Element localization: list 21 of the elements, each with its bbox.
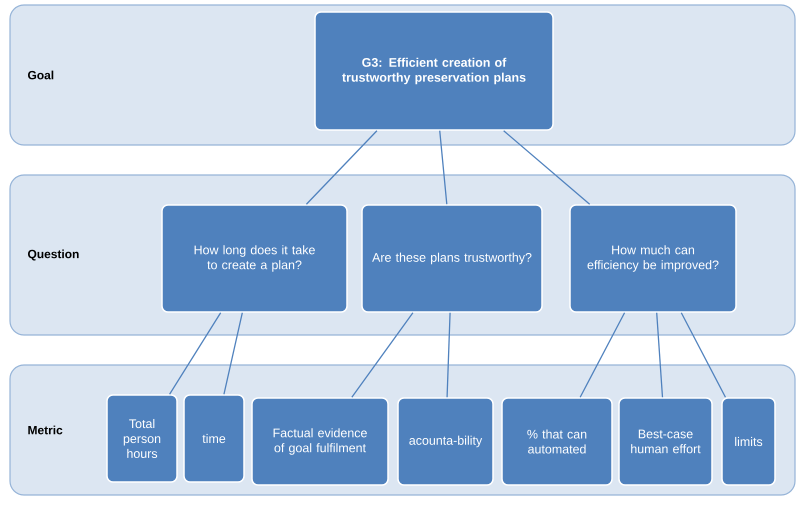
connector-line — [351, 312, 414, 398]
connector-line — [439, 130, 448, 204]
connector-line — [169, 312, 222, 395]
box: limits — [721, 397, 776, 486]
connector-line — [223, 312, 243, 394]
connector-line — [680, 312, 726, 398]
connector-line — [503, 130, 590, 205]
connector-line — [580, 312, 626, 398]
box: How much can efficiency be improved? — [569, 204, 737, 313]
box: time — [183, 394, 245, 483]
connector-line — [656, 312, 664, 398]
box: How long does it take to create a plan? — [161, 204, 348, 313]
connector-line — [446, 312, 451, 398]
box: Best-case human effort — [618, 397, 713, 486]
connector-line — [306, 130, 378, 205]
box: Are these plans trustworthy? — [361, 204, 543, 313]
box: G3: Efficient creation of trustworthy preservation plans — [314, 11, 554, 131]
box: acounta-bility — [397, 397, 494, 486]
box: Total person hours — [106, 394, 178, 483]
box: Factual evidence of goal fulfilment — [251, 397, 389, 486]
box: % that can automated — [501, 397, 613, 486]
